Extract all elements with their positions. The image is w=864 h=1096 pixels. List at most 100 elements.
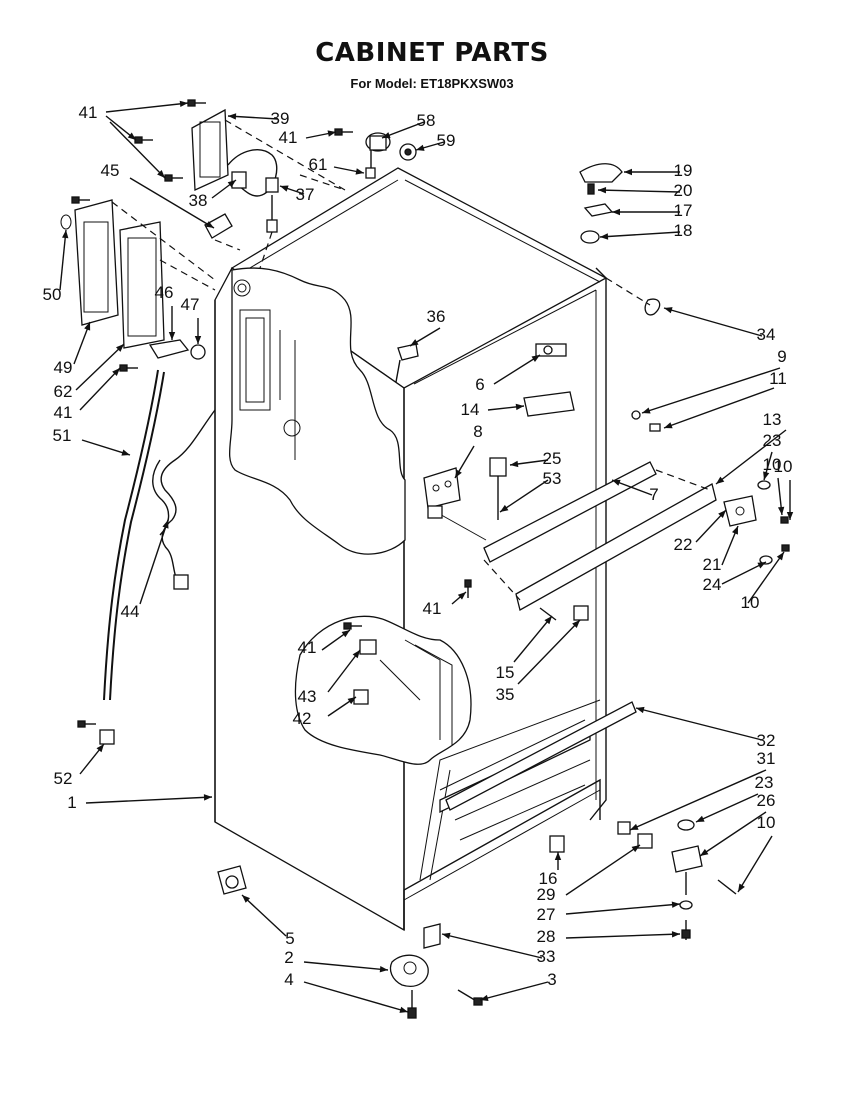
leader-line-6 [493,354,541,385]
leader-arrowhead-41 [112,368,120,376]
light-shield-and-cord [60,199,216,745]
callout-label-9: 9 [777,347,786,366]
callout-label-23: 23 [763,431,782,450]
leader-arrowhead-10 [776,552,784,561]
callout-label-43: 43 [298,687,317,706]
callout-label-49: 49 [54,358,73,377]
leader-arrowhead-46 [168,332,176,340]
callout-label-41: 41 [79,103,98,122]
bottom-hinge-parts [423,701,737,949]
leader-arrowhead-26 [700,848,709,856]
leader-arrowhead-43 [352,650,360,659]
callout-label-28: 28 [537,927,556,946]
callout-label-47: 47 [181,295,200,314]
leader-arrowhead-45 [205,221,214,228]
leader-line-5 [241,894,287,937]
leader-arrowhead-41 [127,132,136,140]
leader-arrowhead-51 [121,449,130,456]
leader-line-29 [565,844,641,896]
leader-arrowhead-1 [203,794,212,801]
callout-label-35: 35 [496,685,515,704]
leader-arrowhead-38 [227,180,236,188]
leader-line-32 [635,707,763,741]
leader-line-39 [227,115,279,120]
callout-label-17: 17 [674,201,693,220]
leader-line-41 [105,102,189,113]
center-hinge-parts [631,410,790,565]
leader-arrowhead-10 [777,506,785,515]
callout-label-4: 4 [284,970,293,989]
cutaway-upper [229,267,406,555]
leader-arrowhead-15 [544,616,552,625]
leader-arrowhead-22 [718,510,726,519]
leader-arrowhead-31 [630,823,639,830]
callout-label-37: 37 [296,185,315,204]
leader-line-41 [79,367,121,411]
door-rails [427,461,717,611]
leader-line-41 [109,121,166,179]
leader-line-50 [59,229,67,291]
cutaway-lower [294,615,472,765]
callout-label-61: 61 [309,155,328,174]
leader-line-4 [303,981,409,1013]
leader-line-26 [699,811,767,857]
leader-arrowhead-41 [157,170,165,178]
leader-arrowhead-62 [116,344,124,352]
callout-label-41: 41 [279,128,298,147]
callout-label-45: 45 [101,161,120,180]
leader-arrowhead-39 [228,113,237,120]
leader-arrowhead-49 [84,322,91,331]
leader-arrowhead-16 [554,852,562,860]
leader-arrowhead-61 [355,168,364,175]
leader-line-23 [695,793,759,823]
leader-arrowhead-29 [631,845,640,853]
leader-line-33 [441,933,543,959]
leader-arrowhead-20 [598,186,607,194]
small-clips [353,605,589,705]
leader-line-43 [327,649,361,693]
callout-label-21: 21 [703,555,722,574]
callout-label-7: 7 [649,485,658,504]
leader-arrowhead-25 [510,460,519,468]
leader-line-2 [303,961,389,971]
callout-label-26: 26 [757,791,776,810]
leader-line-44 [139,519,169,605]
callout-label-10: 10 [763,455,782,474]
leader-arrowhead-44 [162,520,169,529]
callout-label-8: 8 [473,422,482,441]
leader-arrowhead-24 [757,562,766,569]
callout-label-10: 10 [774,457,793,476]
callout-label-5: 5 [285,929,294,948]
callout-label-31: 31 [757,749,776,768]
leader-line-18 [599,231,681,238]
callout-label-10: 10 [741,593,760,612]
model-subtitle: For Model: ET18PKXSW03 [350,76,514,91]
leader-arrowhead-34 [664,307,673,314]
callout-label-53: 53 [543,469,562,488]
leader-line-45 [129,177,215,229]
callout-label-58: 58 [417,111,436,130]
leader-arrowhead-42 [347,697,356,705]
leader-line-24 [721,561,767,585]
leader-line-9 [641,367,781,414]
callout-label-44: 44 [121,602,140,621]
leader-arrowhead-19 [624,168,632,176]
leader-line-10 [747,551,785,604]
leader-line-11 [663,387,775,429]
callout-label-25: 25 [543,449,562,468]
callout-label-62: 62 [54,382,73,401]
leader-line-3 [479,981,549,1001]
callout-label-18: 18 [674,221,693,240]
callout-label-10: 10 [757,813,776,832]
callout-label-15: 15 [496,663,515,682]
leader-arrowhead-23 [696,815,705,822]
callout-label-38: 38 [189,191,208,210]
callout-label-13: 13 [763,410,782,429]
leader-arrowhead-14 [515,403,524,411]
leader-arrowhead-52 [96,744,104,753]
callout-label-46: 46 [155,283,174,302]
leader-line-15 [513,615,553,663]
callout-label-34: 34 [757,325,776,344]
leader-line-53 [499,479,549,513]
